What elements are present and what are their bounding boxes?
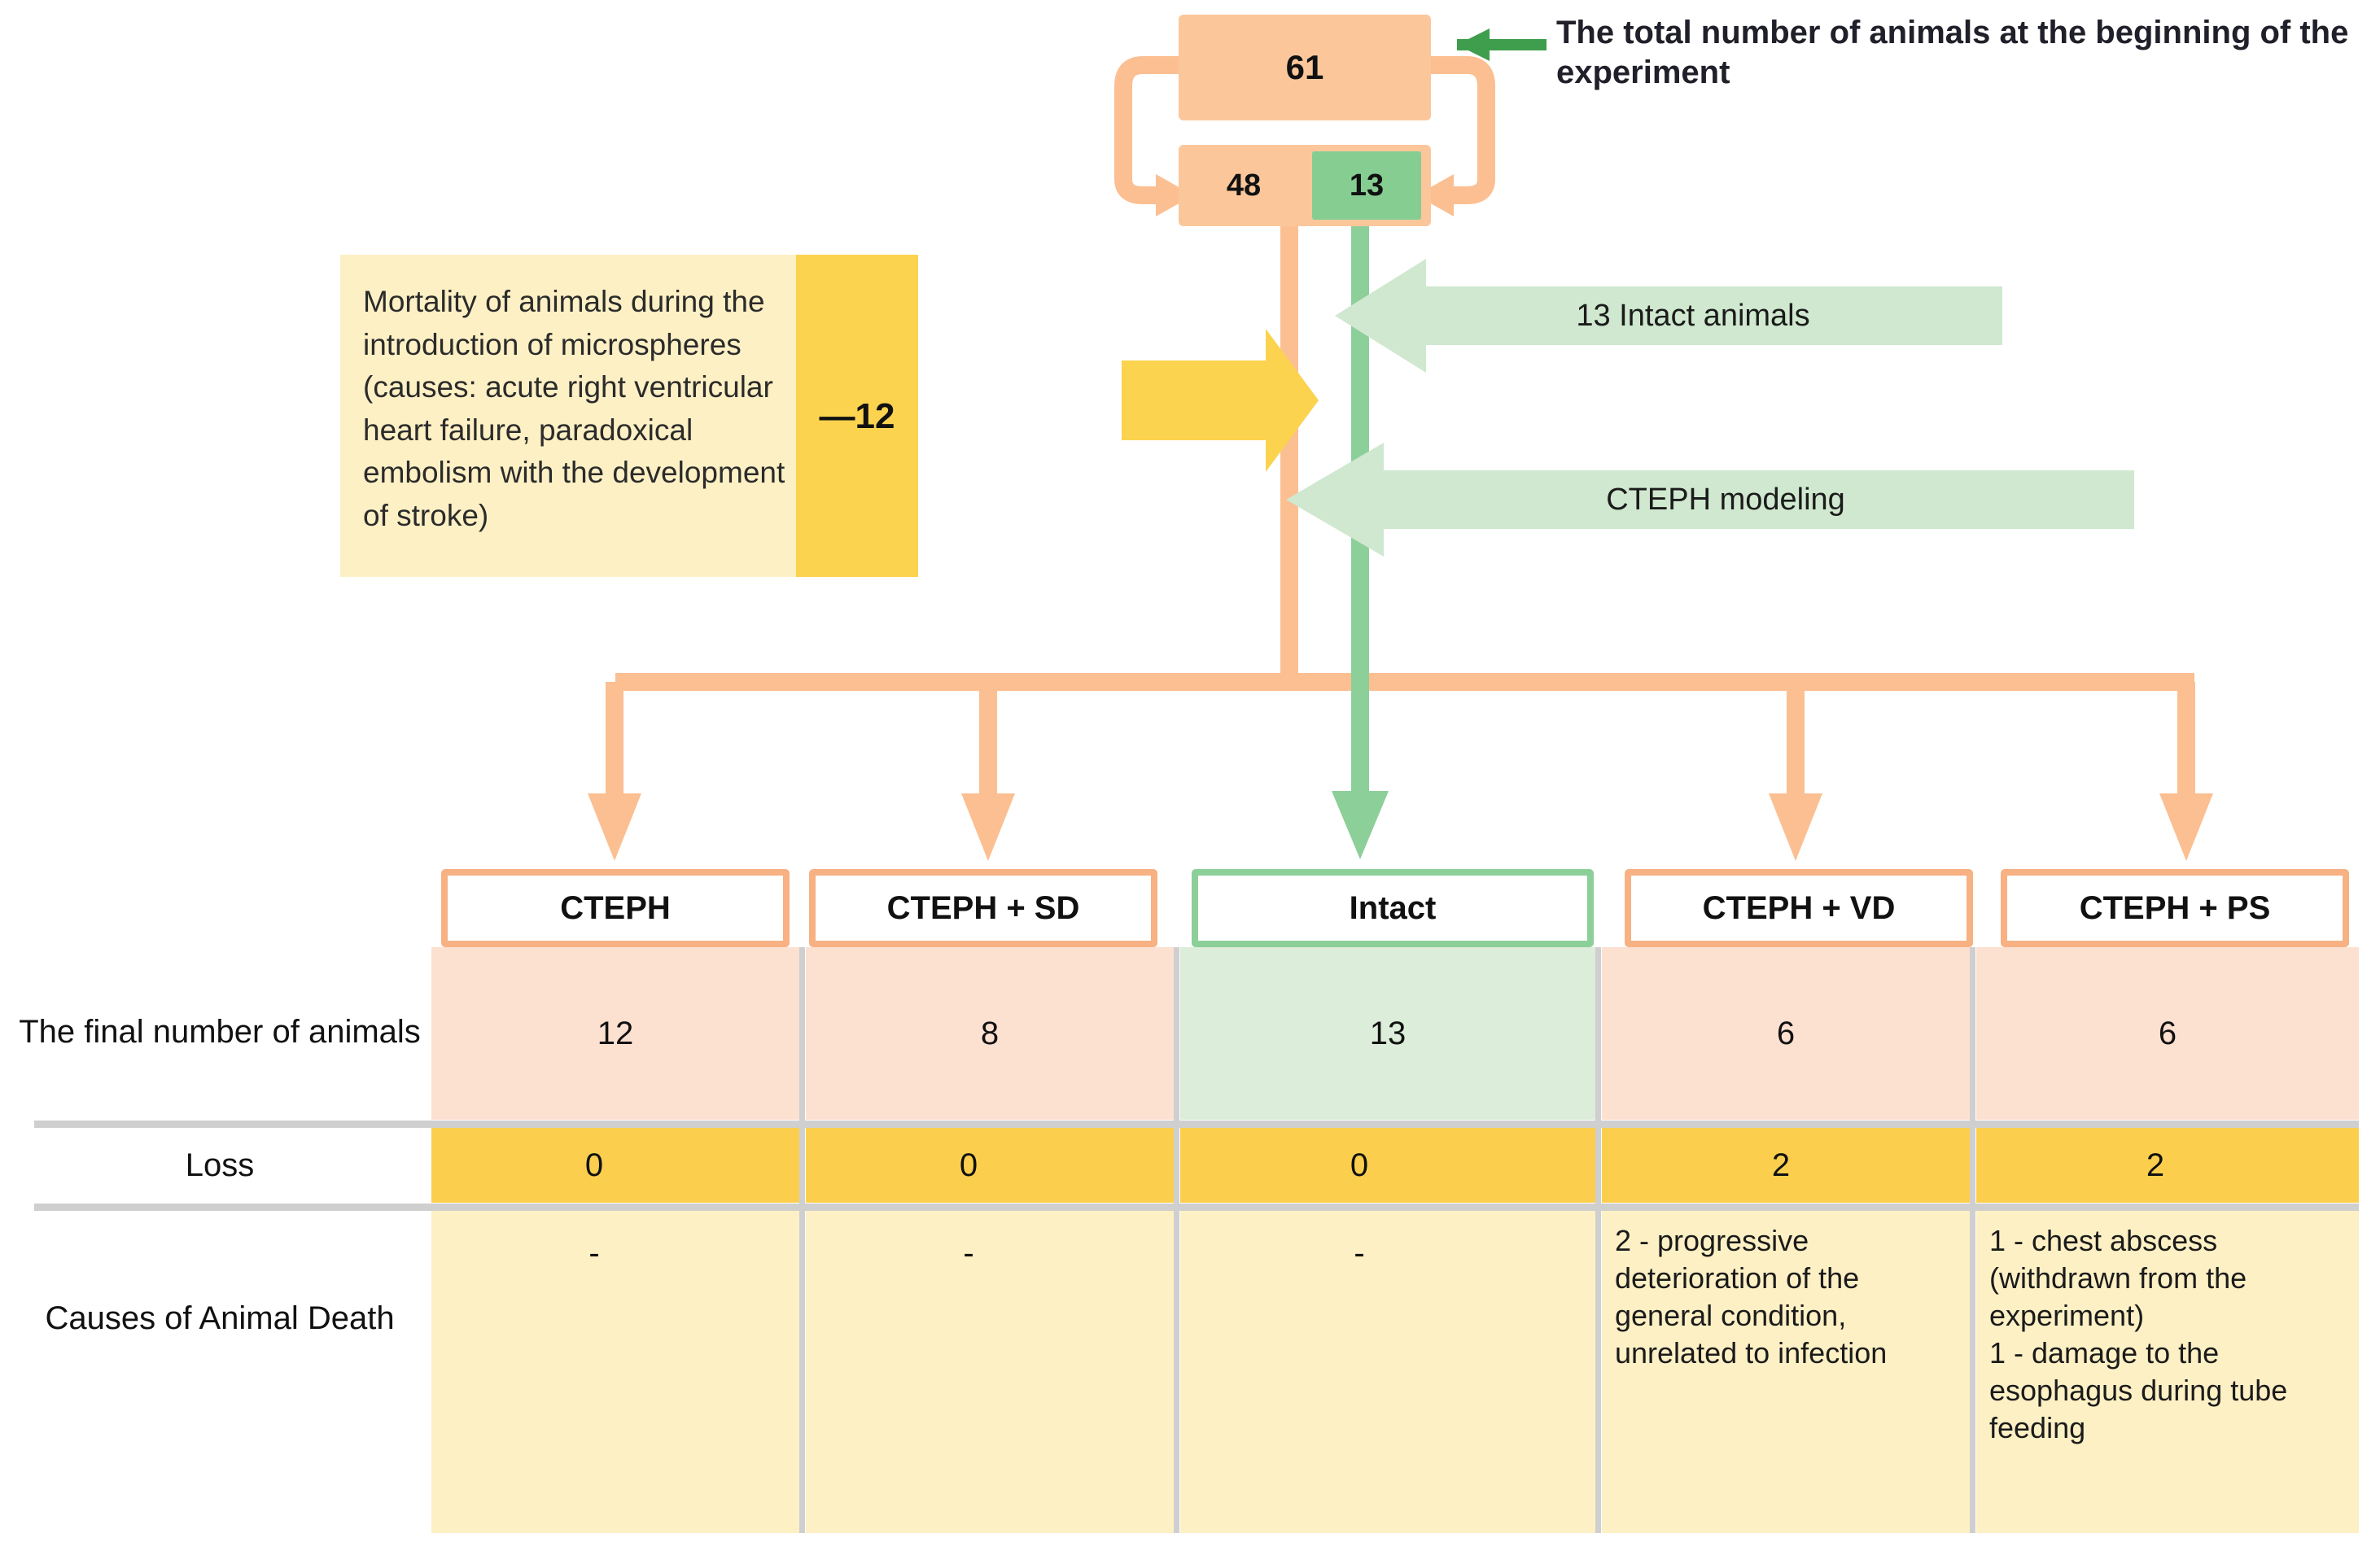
- split-left-value: 48: [1226, 168, 1262, 203]
- causes-value-2: -: [963, 1234, 974, 1271]
- loss-value-1: 0: [584, 1147, 604, 1183]
- loop-right-connector: [1416, 56, 1495, 216]
- group-box-cteph-sd[interactable]: CTEPH + SD: [809, 869, 1157, 947]
- table-hrule-1: [34, 1121, 2359, 1128]
- callout-arrow-modeling: [1286, 443, 2134, 557]
- group-box-cteph[interactable]: CTEPH: [441, 869, 790, 947]
- final-value-3: 13: [1369, 1015, 1407, 1051]
- causes-cell-bg-4: [1602, 1211, 1970, 1533]
- causes-value-1: -: [588, 1234, 600, 1271]
- orange-drop-arrow-4: [2159, 682, 2213, 861]
- loss-value-3: 0: [1350, 1147, 1369, 1183]
- group-box-cteph-vd[interactable]: CTEPH + VD: [1625, 869, 1973, 947]
- table-hrule-2: [34, 1204, 2359, 1211]
- loss-cell-bg-5: [1976, 1128, 2359, 1203]
- table-vrule-2: [1174, 947, 1179, 1533]
- final-value-4: 6: [1776, 1015, 1796, 1051]
- loss-cell-bg-1: [431, 1128, 799, 1203]
- group-box-intact[interactable]: Intact: [1192, 869, 1594, 947]
- causes-cell-bg-5: [1976, 1211, 2359, 1533]
- loss-value-5: 2: [2146, 1147, 2165, 1183]
- row-label-final-number: The final number of animals: [19, 1014, 421, 1050]
- loss-value-4: 2: [1771, 1147, 1791, 1183]
- orange-drop-arrow-2: [961, 682, 1015, 861]
- callout-arrow-intact: [1335, 259, 2002, 373]
- caption-pointer-arrow: [1457, 28, 1547, 61]
- causes-value-4: 2 - progressive deterioration of the gen…: [1615, 1224, 1888, 1370]
- causes-cell-bg-2: [806, 1211, 1174, 1533]
- final-cell-bg-5: [1976, 947, 2359, 1120]
- total-animals-box: 61: [1179, 15, 1431, 120]
- callout-label-intact: 13 Intact animals: [1576, 298, 1810, 333]
- loss-cell-bg-4: [1602, 1128, 1970, 1203]
- split-right-value-box: 13: [1312, 151, 1421, 220]
- causes-cell-bg-1: [431, 1211, 799, 1533]
- loss-cell-bg-3: [1180, 1128, 1595, 1203]
- loss-cell-bg-2: [806, 1128, 1174, 1203]
- causes-value-3: -: [1354, 1234, 1365, 1271]
- causes-cell-bg-3: [1180, 1211, 1595, 1533]
- final-value-1: 12: [597, 1015, 634, 1051]
- final-value-5: 6: [2158, 1015, 2177, 1051]
- orange-drop-arrow-3: [1769, 682, 1822, 861]
- loop-left-connector: [1114, 56, 1193, 216]
- mortality-text: Mortality of animals during the introduc…: [363, 285, 785, 532]
- callout-label-modeling: CTEPH modeling: [1606, 482, 1845, 517]
- header-caption: The total number of animals at the begin…: [1556, 15, 2349, 90]
- final-cell-bg-1: [431, 947, 799, 1120]
- table-vrule-3: [1595, 947, 1601, 1533]
- causes-value-5: 1 - chest abscess (withdrawn from the ex…: [1989, 1224, 2288, 1445]
- orange-drop-arrow-1: [588, 682, 641, 861]
- table-vrule-4: [1970, 947, 1975, 1533]
- table-vrule-1: [799, 947, 805, 1533]
- mortality-delta-tab: [796, 255, 918, 577]
- final-cell-bg-2: [806, 947, 1174, 1120]
- loss-value-2: 0: [959, 1147, 978, 1183]
- mortality-yellow-arrow: [1122, 329, 1319, 472]
- final-cell-bg-4: [1602, 947, 1970, 1120]
- final-cell-bg-3: [1180, 947, 1595, 1120]
- row-label-loss: Loss: [185, 1147, 255, 1183]
- mortality-delta-value: —12: [819, 396, 895, 436]
- mortality-panel: [340, 255, 796, 577]
- group-box-cteph-ps[interactable]: CTEPH + PS: [2001, 869, 2349, 947]
- final-value-2: 8: [980, 1015, 1000, 1051]
- row-label-causes: Causes of Animal Death: [45, 1300, 395, 1336]
